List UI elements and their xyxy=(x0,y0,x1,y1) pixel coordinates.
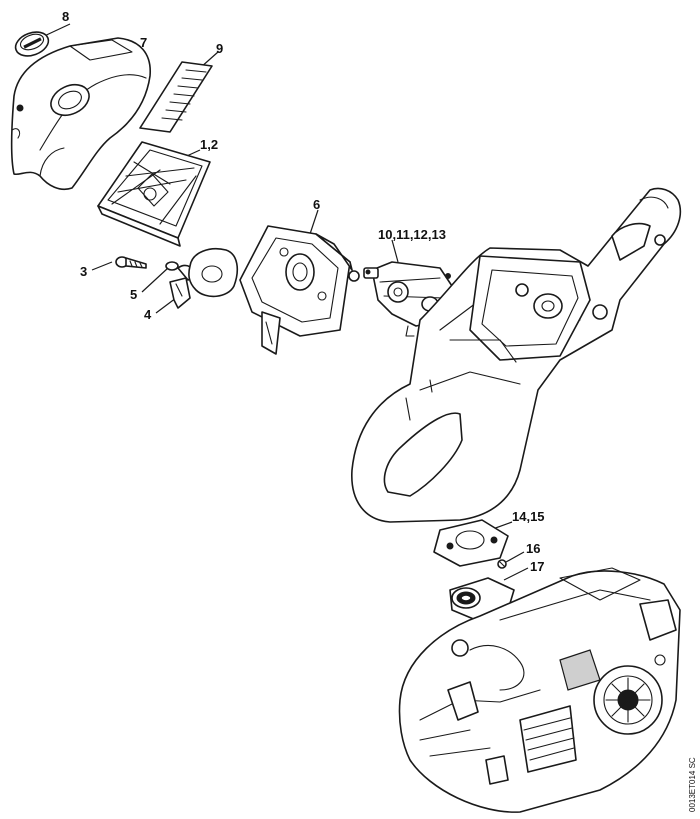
callout-6: 6 xyxy=(313,197,321,212)
part-5-ring xyxy=(165,261,179,271)
callout-5: 5 xyxy=(130,287,138,302)
callout-8: 8 xyxy=(62,9,70,24)
part-17-manifold xyxy=(449,577,515,621)
callout-17: 17 xyxy=(530,559,545,574)
part-7-shroud xyxy=(10,37,151,191)
part-3-screw xyxy=(115,256,147,269)
part-6-carb-box xyxy=(239,225,360,355)
prefilter-foam xyxy=(188,248,239,298)
part-14-15-plate xyxy=(433,519,509,567)
callout-9: 9 xyxy=(216,41,224,56)
callout-14-15: 14,15 xyxy=(512,509,545,524)
part-8-cap xyxy=(14,31,50,57)
part-9-filter-strip xyxy=(139,61,213,133)
part-1-2-air-filter xyxy=(97,141,211,247)
callout-7: 7 xyxy=(140,35,148,50)
callout-3: 3 xyxy=(80,264,88,279)
callout-4: 4 xyxy=(144,307,152,322)
part-16-screw xyxy=(497,559,507,569)
callout-16: 16 xyxy=(526,541,541,556)
handle-housing xyxy=(351,187,682,523)
callout-10-13: 10,11,12,13 xyxy=(378,227,446,242)
engine-block xyxy=(398,567,681,813)
drawing-code: 0013ET014 SC xyxy=(688,757,697,812)
callout-1-2: 1,2 xyxy=(200,137,219,152)
